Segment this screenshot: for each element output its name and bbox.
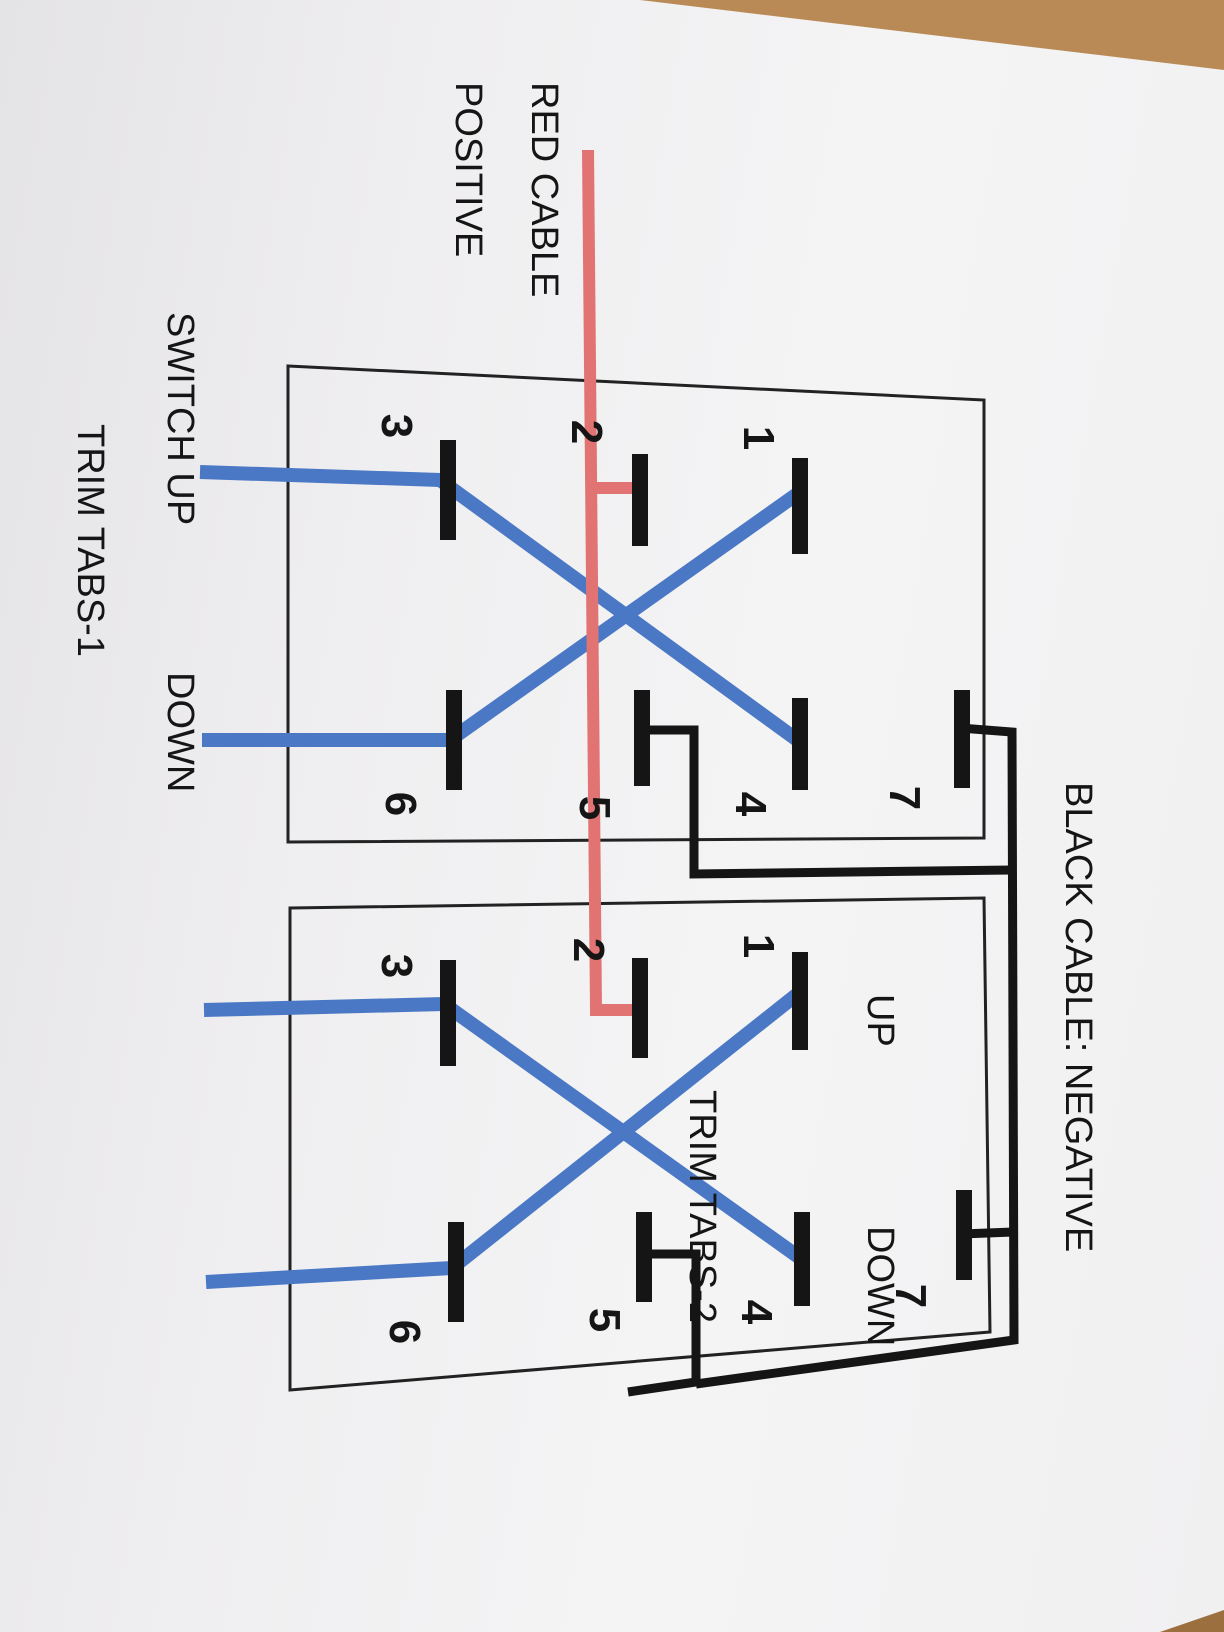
down-1-label: DOWN bbox=[159, 672, 201, 792]
s1-terminal-7-label: 7 bbox=[880, 786, 929, 810]
red-cable-label: RED CABLE bbox=[523, 82, 565, 297]
black-cable-s2-t5 bbox=[627, 1249, 701, 1397]
blue-wire-switch-up bbox=[199, 465, 441, 487]
black-cable-s1-t5 bbox=[646, 725, 1013, 879]
blue-wires bbox=[199, 465, 805, 1289]
red-cable-main bbox=[582, 149, 636, 1016]
s2-terminal-5-label: 5 bbox=[580, 1308, 629, 1332]
s1-terminal-6-label: 6 bbox=[376, 792, 425, 816]
s1-terminal-5-label: 5 bbox=[570, 796, 619, 820]
black-cable-label: BLACK CABLE: NEGATIVE bbox=[1057, 782, 1099, 1252]
s1-terminal-3-label: 3 bbox=[372, 414, 421, 438]
switch-2 bbox=[288, 896, 992, 1392]
black-cable bbox=[627, 723, 1019, 1397]
blue-wire-down-2 bbox=[205, 1261, 453, 1289]
red-cable bbox=[582, 149, 636, 1016]
table-edge-bottom bbox=[1160, 1610, 1224, 1632]
labels: BLACK CABLE: NEGATIVE RED CABLE POSITIVE… bbox=[69, 82, 1099, 1346]
switch-up-label: SWITCH UP bbox=[159, 312, 201, 525]
terminal-numbers: 1 2 3 4 5 6 7 1 2 3 4 5 6 7 bbox=[372, 414, 935, 1344]
blue-wire-up-2 bbox=[203, 997, 445, 1017]
s2-terminal-4-label: 4 bbox=[732, 1300, 781, 1325]
s1-terminal-1-label: 1 bbox=[734, 426, 783, 450]
s1-terminal-2-label: 2 bbox=[562, 420, 611, 444]
s2-terminal-1-label: 1 bbox=[734, 934, 783, 958]
s1-terminal-4-label: 4 bbox=[726, 792, 775, 817]
s2-terminal-6-label: 6 bbox=[380, 1320, 429, 1344]
s2-terminal-2-label: 2 bbox=[564, 938, 613, 962]
s2-terminal-7-label: 7 bbox=[886, 1284, 935, 1308]
positive-label: POSITIVE bbox=[447, 82, 489, 257]
blue-wire-s1-cross-b bbox=[445, 486, 805, 746]
table-edge-top bbox=[640, 0, 1224, 70]
switch-1 bbox=[286, 364, 986, 844]
trim-tabs-1-label: TRIM TABS-1 bbox=[69, 424, 111, 657]
trim-tabs-2-label: TRIM TABS-2 bbox=[681, 1090, 723, 1323]
black-cable-main bbox=[695, 723, 1019, 1389]
up-2-label: UP bbox=[859, 994, 901, 1047]
switch-1-box bbox=[286, 364, 986, 844]
terminals bbox=[440, 440, 972, 1322]
s2-terminal-3-label: 3 bbox=[372, 954, 421, 978]
switch-2-box bbox=[288, 896, 992, 1392]
down-2-label: DOWN bbox=[859, 1226, 901, 1346]
blue-wire-s2-cross-b bbox=[447, 986, 805, 1274]
